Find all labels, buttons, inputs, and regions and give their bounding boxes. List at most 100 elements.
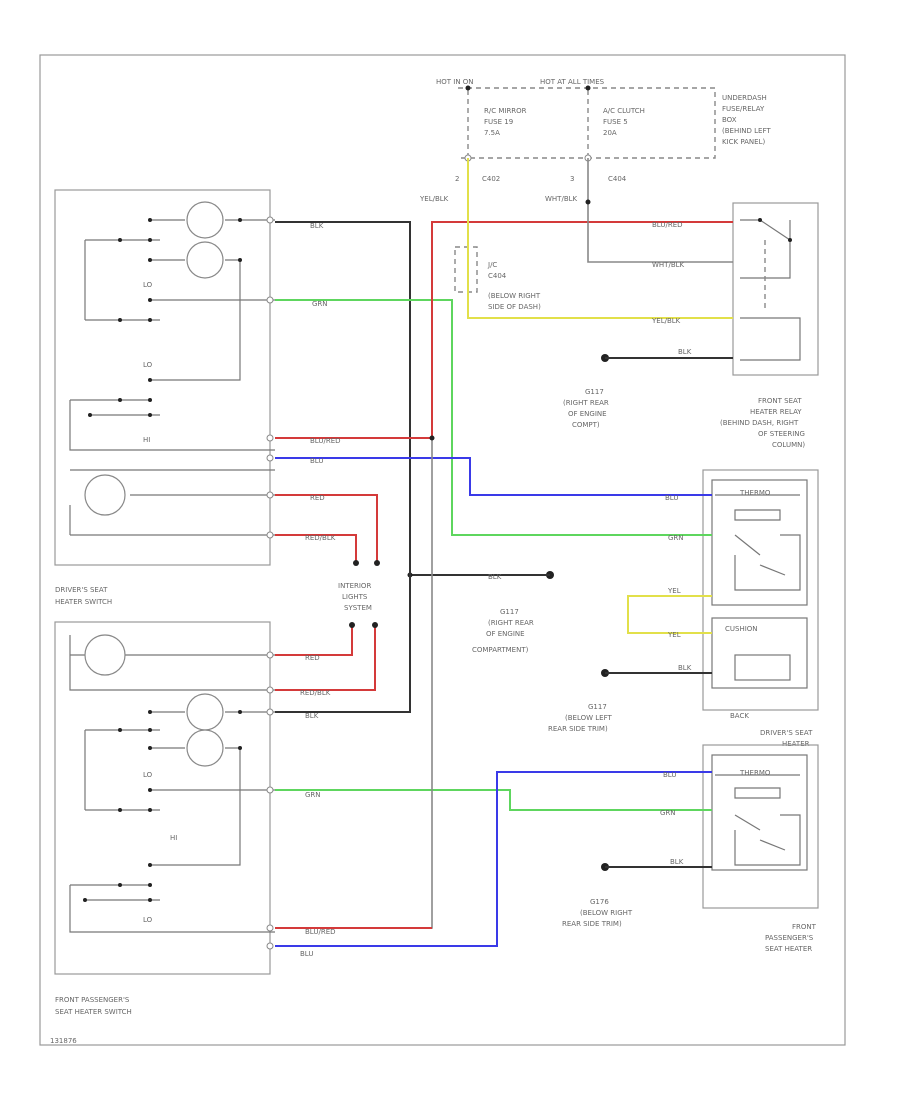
ground-2-label-3: OF ENGINE bbox=[486, 630, 525, 638]
pass-switch-label-2: SEAT HEATER SWITCH bbox=[55, 1008, 132, 1016]
connector-c404: C404 bbox=[608, 175, 627, 183]
relay-label-4: OF STEERING bbox=[758, 430, 805, 438]
lo-label-4: LO bbox=[143, 916, 153, 924]
indicator-lamp-icon bbox=[186, 693, 224, 731]
wire-wht-blk bbox=[587, 158, 733, 263]
ground-1-label-3: OF ENGINE bbox=[568, 410, 607, 418]
wire-blu-red-label-1: BLU/RED bbox=[310, 437, 341, 445]
wire-yel-blk bbox=[467, 158, 733, 319]
wire-blk-label-2: BLK bbox=[305, 712, 319, 720]
indicator-lamp-icon bbox=[186, 201, 224, 239]
lo-label-2: LO bbox=[143, 361, 153, 369]
pass-heater-label-2: PASSENGER'S bbox=[765, 934, 814, 942]
wire-blu-red-label-2: BLU/RED bbox=[652, 221, 683, 229]
pass-heater-label-1: FRONT bbox=[792, 923, 817, 931]
interior-lights-label-1: INTERIOR bbox=[338, 582, 371, 590]
wire-grn-pass bbox=[275, 789, 712, 811]
wire-wht-blk-label: WHT/BLK bbox=[652, 261, 685, 269]
jc-label-3: (BELOW RIGHT bbox=[488, 292, 541, 300]
wire-red-label-2: RED bbox=[305, 654, 320, 662]
jc-label-1: J/C bbox=[487, 261, 497, 269]
wire-yel-blk-label: YEL/BLK bbox=[419, 195, 449, 203]
wire-blu-label-1: BLU bbox=[310, 457, 323, 465]
front-seat-heater-relay bbox=[732, 202, 819, 376]
driver-heater-label-1: DRIVER'S SEAT bbox=[760, 729, 813, 737]
fuse-5-amp: 20A bbox=[603, 129, 617, 137]
ground-2-label-2: (RIGHT REAR bbox=[488, 619, 534, 627]
wire-blk-label-pass: BLK bbox=[670, 858, 684, 866]
thermo-label-2: THERMO bbox=[739, 769, 771, 777]
wire-blk-label-interior: BLK bbox=[488, 573, 502, 581]
underdash-label-5: KICK PANEL) bbox=[722, 138, 765, 146]
ground-4-label-1: G176 bbox=[590, 898, 609, 906]
interior-lights-label-3: SYSTEM bbox=[344, 604, 372, 612]
ground-1-label-2: (RIGHT REAR bbox=[563, 399, 609, 407]
wire-blu-driver bbox=[275, 457, 712, 496]
pin-3: 3 bbox=[570, 175, 574, 183]
fuse-5-label: FUSE 5 bbox=[603, 118, 628, 126]
fuse-19-label: FUSE 19 bbox=[484, 118, 513, 126]
front-passengers-seat-heater bbox=[702, 744, 819, 909]
diagram-frame bbox=[39, 54, 846, 1046]
lo-label-1: LO bbox=[143, 281, 153, 289]
ground-2-label-1: G117 bbox=[500, 608, 519, 616]
wire-red-label-1: RED bbox=[310, 494, 325, 502]
thermo-label-1: THERMO bbox=[739, 489, 771, 497]
jc-outline bbox=[454, 246, 478, 293]
relay-label-2: HEATER RELAY bbox=[750, 408, 802, 416]
hi-label-2: HI bbox=[170, 834, 177, 842]
wire-yel-loop bbox=[627, 595, 712, 634]
wire-grn-driver bbox=[275, 299, 712, 536]
underdash-label-2: FUSE/RELAY bbox=[722, 105, 765, 113]
fuse-mirror-label: R/C MIRROR bbox=[484, 107, 527, 115]
wire-blu-red-label-3: BLU/RED bbox=[305, 928, 336, 936]
wire-blu-pass bbox=[275, 771, 712, 947]
pass-switch-label-1: FRONT PASSENGER'S bbox=[55, 996, 130, 1004]
indicator-lamp-icon bbox=[84, 634, 126, 676]
driver-switch-label-2: HEATER SWITCH bbox=[55, 598, 112, 606]
driver-switch-label-1: DRIVER'S SEAT bbox=[55, 586, 108, 594]
wire-blu-red-trunk bbox=[275, 438, 433, 929]
back-label: BACK bbox=[730, 712, 749, 720]
pass-heater-label-3: SEAT HEATER bbox=[765, 945, 812, 953]
wire-yel-label-1: YEL bbox=[667, 587, 681, 595]
wire-blu-label-3: BLU bbox=[300, 950, 313, 958]
wire-red-blk-pass bbox=[275, 625, 376, 691]
ground-2-label-4: COMPARTMENT) bbox=[472, 646, 529, 654]
wire-yel-blk-label: YEL/BLK bbox=[651, 317, 681, 325]
ground-3-label-1: G117 bbox=[588, 703, 607, 711]
ground-3-label-3: REAR SIDE TRIM) bbox=[548, 725, 608, 733]
jc-label-2: C404 bbox=[488, 272, 507, 280]
ground-3-label-2: (BELOW LEFT bbox=[565, 714, 612, 722]
underdash-label-1: UNDERDASH bbox=[722, 94, 767, 102]
wire-red-driver bbox=[275, 494, 378, 563]
drivers-seat-heater-switch bbox=[54, 189, 271, 566]
underdash-label-4: (BEHIND LEFT bbox=[722, 127, 771, 135]
ground-1-label-4: COMPT) bbox=[572, 421, 600, 429]
lo-label-3: LO bbox=[143, 771, 153, 779]
drivers-seat-heater bbox=[702, 469, 819, 711]
indicator-lamp-icon bbox=[84, 474, 126, 516]
figure-id: 131876 bbox=[50, 1037, 77, 1045]
wire-blu-label-2: BLU bbox=[665, 494, 678, 502]
wire-yel-label-2: YEL bbox=[667, 631, 681, 639]
indicator-lamp-icon bbox=[186, 241, 224, 279]
cushion-label: CUSHION bbox=[725, 625, 758, 633]
wire-red-blk-driver bbox=[275, 534, 357, 563]
wire-red-pass bbox=[275, 625, 353, 656]
underdash-label-3: BOX bbox=[722, 116, 737, 124]
hot-in-on-label: HOT IN ON bbox=[436, 78, 474, 86]
wire-red-blk-label-1: RED/BLK bbox=[305, 534, 336, 542]
ground-4-label-3: REAR SIDE TRIM) bbox=[562, 920, 622, 928]
driver-heater-label-2: HEATER bbox=[782, 740, 810, 748]
wire-red-blk-label-2: RED/BLK bbox=[300, 689, 331, 697]
wire-wht-blk-label: WHT/BLK bbox=[545, 195, 578, 203]
wire-blk-main bbox=[275, 221, 411, 713]
interior-lights-label-2: LIGHTS bbox=[342, 593, 368, 601]
pin-2: 2 bbox=[455, 175, 459, 183]
fuse-clutch-label: A/C CLUTCH bbox=[603, 107, 645, 115]
hot-at-all-times-label: HOT AT ALL TIMES bbox=[540, 78, 605, 86]
wire-blu-label-4: BLU bbox=[663, 771, 676, 779]
fuse-19-amp: 7.5A bbox=[484, 129, 500, 137]
